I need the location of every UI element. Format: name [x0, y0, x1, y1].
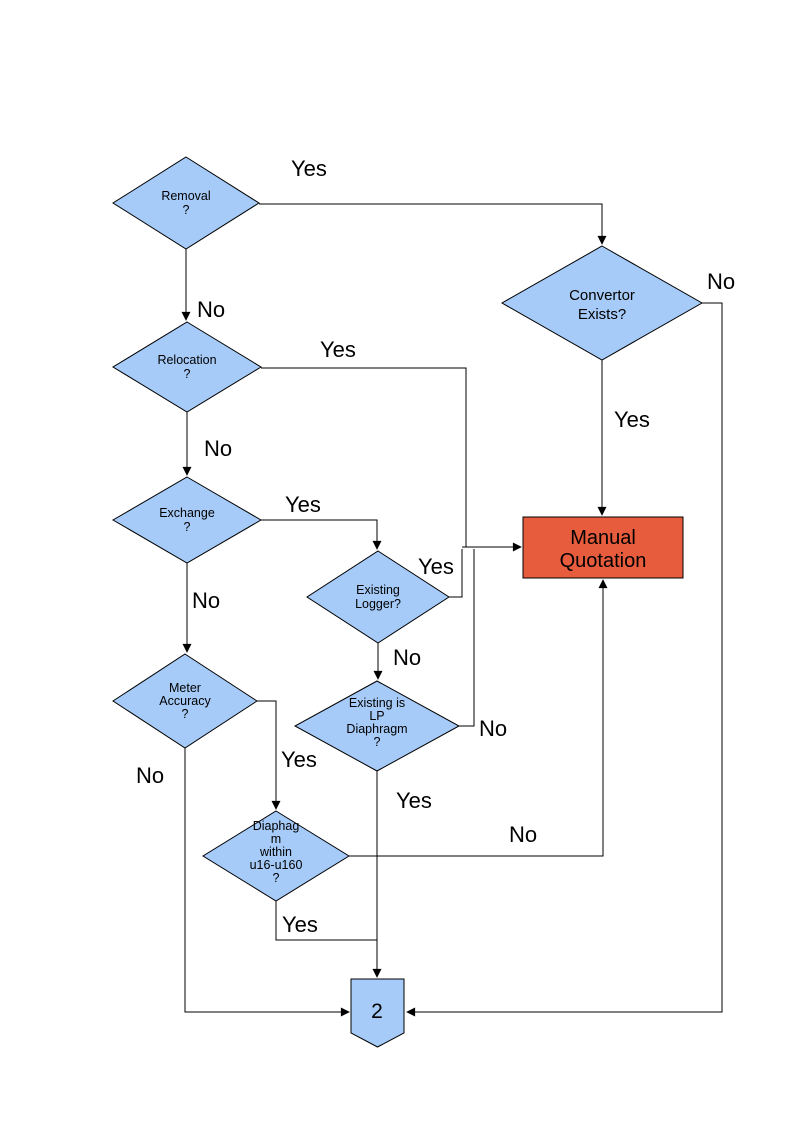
edge-label-relocation-yes: Yes — [320, 337, 356, 362]
process-manual-quotation-label-line1: Manual — [570, 527, 636, 549]
edge-label-diaphragm-no: No — [509, 822, 537, 847]
decision-exchange-label-line2: ? — [184, 520, 191, 534]
decision-existing-lp-diaphragm-label-line4: ? — [374, 735, 381, 749]
decision-diaphragm-range-shape — [202, 810, 350, 902]
edge-meter-no-to-connector — [184, 748, 350, 1017]
process-manual-quotation-shape — [522, 516, 684, 579]
decision-exchange: Exchange ? — [112, 476, 262, 564]
edge-label-logger-no: No — [393, 645, 421, 670]
decision-diaphragm-range-label-line2: m — [271, 832, 281, 846]
edge-label-diaphragm-yes: Yes — [282, 912, 318, 937]
decision-existing-logger-label-line2: Logger? — [355, 597, 401, 611]
decision-relocation-shape — [112, 321, 262, 413]
edge-meter-yes-to-diaphragm — [257, 700, 281, 810]
edge-label-convertor-no: No — [707, 269, 735, 294]
decision-removal-label-line2: ? — [183, 203, 190, 217]
decision-convertor-exists-label-line2: Exists? — [578, 306, 626, 323]
decision-exchange-shape — [112, 476, 262, 564]
decision-removal-label-line1: Removal — [161, 189, 210, 203]
edge-lp-no-to-manual — [459, 549, 475, 727]
decision-existing-logger-shape — [306, 550, 450, 644]
process-manual-quotation-label-line2: Quotation — [560, 550, 647, 572]
decision-diaphragm-range-label-line4: u16-u160 — [250, 858, 303, 872]
decision-diaphragm-range-label-line5: ? — [273, 871, 280, 885]
decision-removal-shape — [112, 156, 260, 250]
decision-existing-logger: Existing Logger? — [306, 550, 450, 644]
decision-diaphragm-range: Diaphag m within u16-u160 ? — [202, 810, 350, 902]
offpage-connector-2-shape — [350, 978, 405, 1048]
edge-label-convertor-yes: Yes — [614, 407, 650, 432]
decision-convertor-exists-shape — [500, 245, 704, 361]
decision-meter-accuracy-label-line1: Meter — [169, 681, 201, 695]
decision-existing-lp-diaphragm: Existing is LP Diaphragm ? — [293, 680, 461, 772]
edge-label-relocation-no: No — [204, 436, 232, 461]
edge-label-lp-no: No — [479, 716, 507, 741]
edges — [181, 203, 723, 1017]
decision-meter-accuracy: Meter Accuracy ? — [112, 653, 258, 749]
decision-relocation-label-line2: ? — [184, 367, 191, 381]
decision-diaphragm-range-label-line1: Diaphag — [253, 819, 300, 833]
decision-meter-accuracy-label-line3: ? — [182, 707, 189, 721]
decision-relocation-label-line1: Relocation — [157, 353, 216, 367]
process-manual-quotation: Manual Quotation — [522, 516, 684, 579]
decision-diaphragm-range-label-line3: within — [259, 845, 292, 859]
edge-relocation-yes-to-manual — [261, 367, 467, 547]
decision-existing-logger-label-line1: Existing — [356, 583, 400, 597]
decision-existing-lp-diaphragm-shape — [293, 680, 461, 772]
edge-diaphragm-yes-to-connector — [275, 901, 377, 941]
decision-existing-lp-diaphragm-label-line3: Diaphragm — [346, 722, 407, 736]
decision-relocation: Relocation ? — [112, 321, 262, 413]
edge-label-removal-no: No — [197, 297, 225, 322]
offpage-connector-2-label: 2 — [371, 1000, 383, 1023]
edge-logger-yes-to-manual — [449, 549, 463, 598]
edge-diaphragm-no-to-manual — [349, 579, 608, 857]
decision-existing-lp-diaphragm-label-line1: Existing is — [349, 696, 405, 710]
edge-exchange-yes-to-logger — [261, 519, 382, 550]
edge-label-lp-yes: Yes — [396, 788, 432, 813]
decision-convertor-exists: Convertor Exists? — [500, 245, 704, 361]
offpage-connector-2: 2 — [350, 978, 405, 1048]
decision-meter-accuracy-shape — [112, 653, 258, 749]
edge-convertor-no-to-connector — [406, 302, 723, 1017]
edge-removal-yes-to-convertor — [259, 203, 607, 245]
edge-label-logger-yes: Yes — [418, 554, 454, 579]
decision-existing-lp-diaphragm-label-line2: LP — [369, 709, 384, 723]
decision-removal: Removal ? — [112, 156, 260, 250]
decision-meter-accuracy-label-line2: Accuracy — [159, 694, 211, 708]
decision-convertor-exists-label-line1: Convertor — [569, 287, 635, 304]
edge-labels: Yes No No Yes Yes No Yes No Yes No No Ye… — [136, 156, 735, 937]
edge-label-exchange-no: No — [192, 588, 220, 613]
edge-label-meter-yes: Yes — [281, 747, 317, 772]
edge-label-removal-yes: Yes — [291, 156, 327, 181]
decision-exchange-label-line1: Exchange — [159, 506, 215, 520]
edge-label-meter-no: No — [136, 763, 164, 788]
edge-label-exchange-yes: Yes — [285, 492, 321, 517]
